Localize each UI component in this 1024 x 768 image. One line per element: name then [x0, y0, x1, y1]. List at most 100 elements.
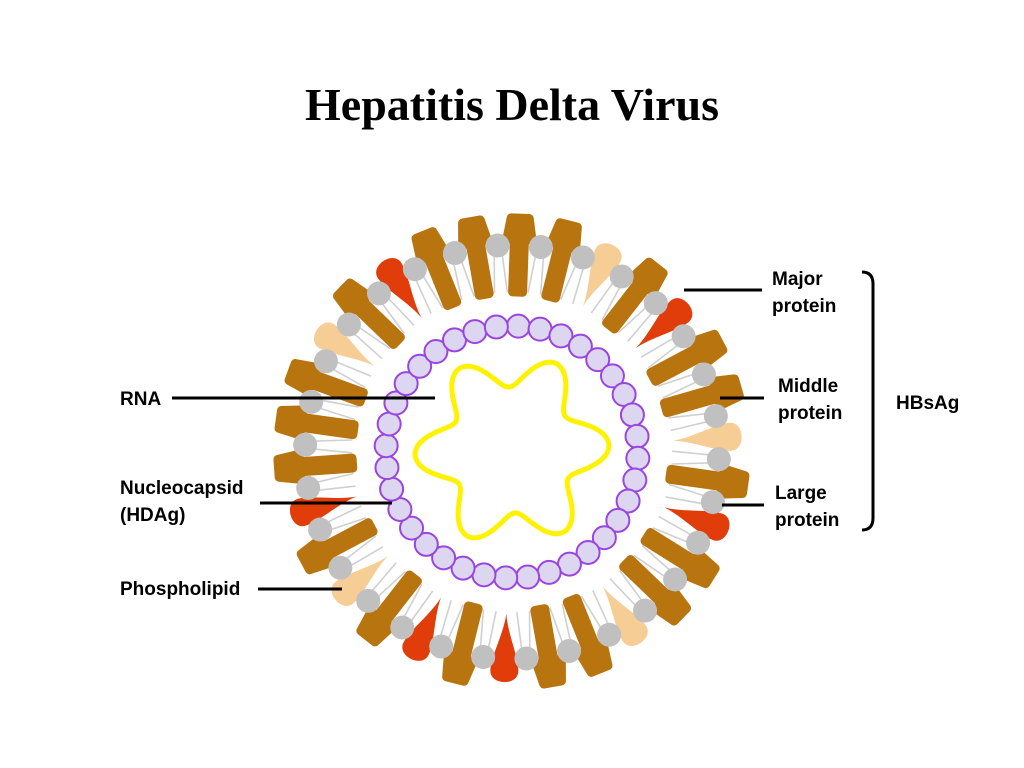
large-protein-28 [376, 258, 422, 318]
middle-protein-teardrop [602, 586, 648, 646]
phospholipid-head [429, 634, 454, 659]
envelope-proteins [273, 213, 750, 689]
major-protein-23 [273, 450, 358, 484]
hbsag-brace [861, 270, 875, 532]
nucleocapsid-bead [619, 402, 645, 428]
phospholipid-head [633, 598, 658, 623]
nucleocapsid-bead [493, 565, 519, 591]
phospholipid-head [390, 615, 415, 640]
nucleocapsid-bead [376, 411, 402, 437]
phospholipid-head [366, 281, 391, 306]
major-protein-29 [411, 227, 462, 311]
phospholipid-head [485, 233, 510, 258]
label-middle-protein: Middle protein [778, 376, 843, 424]
phospholipid-head [336, 312, 361, 337]
phospholipid-head [328, 555, 353, 580]
large-protein-16 [490, 613, 519, 683]
major-protein-9 [665, 464, 750, 499]
label-phospholipid: Phospholipid [120, 579, 241, 600]
major-protein-19 [356, 570, 422, 647]
major-protein-7 [659, 374, 744, 418]
phospholipid-head [557, 638, 582, 663]
nucleocapsid-bead [622, 467, 648, 493]
phospholipid-head [293, 432, 318, 457]
phospholipid-head [296, 475, 321, 500]
large-protein-teardrop [636, 298, 693, 348]
nucleocapsid-bead [585, 347, 611, 373]
major-protein-2 [541, 218, 582, 303]
middle-protein-26 [314, 322, 375, 367]
major-protein-4 [602, 257, 668, 334]
phospholipid-head [356, 588, 381, 613]
phospholipid-head [514, 646, 539, 671]
middle-protein-8 [673, 422, 742, 451]
major-protein-24 [274, 405, 359, 440]
phospholipid-head [703, 404, 728, 429]
phospholipid-head [313, 349, 338, 374]
nucleocapsid-bead [373, 433, 399, 459]
nucleocapsid-bead [536, 559, 562, 585]
phospholipid-head [686, 530, 711, 555]
phospholipid-heads [293, 233, 731, 671]
nucleocapsid-bead [413, 531, 439, 557]
nucleocapsid-bead [407, 353, 433, 379]
nucleocapsid-bead [462, 319, 488, 345]
lipid-tails [313, 254, 711, 650]
large-protein-teardrop [664, 507, 730, 541]
nucleocapsid-bead [624, 423, 650, 449]
nucleocapsid-bead [374, 455, 400, 481]
phospholipid-head [700, 490, 725, 515]
phospholipid-head [570, 245, 595, 270]
middle-protein-teardrop [673, 422, 742, 451]
phospholipid-head [528, 235, 553, 260]
major-protein-15 [530, 604, 566, 689]
phospholipid-head [299, 389, 324, 414]
phospholipid-head [402, 257, 427, 282]
middle-protein-13 [602, 586, 648, 646]
nucleocapsid-bead [431, 545, 457, 571]
phospholipid-head [691, 362, 716, 387]
label-hbsag: HBsAg [896, 393, 960, 414]
major-protein-12 [619, 555, 692, 626]
nucleocapsid-bead [575, 539, 601, 565]
nucleocapsid-bead [515, 564, 541, 590]
major-protein-21 [296, 518, 378, 575]
nucleocapsid-bead [450, 555, 476, 581]
major-protein-6 [646, 329, 728, 386]
phospholipid-head [671, 324, 696, 349]
page-title: Hepatitis Delta Virus [305, 79, 719, 130]
nucleocapsid-bead [399, 515, 425, 541]
major-protein-14 [562, 593, 613, 677]
nucleocapsid-bead [591, 525, 617, 551]
major-protein-30 [458, 215, 494, 300]
middle-protein-20 [331, 556, 388, 606]
phospholipid-head [663, 567, 688, 592]
nucleocapsid-bead [599, 363, 625, 389]
label-nucleocapsid: Nucleocapsid (HDAg) [120, 478, 244, 526]
leader-lines [172, 288, 764, 591]
large-protein-10 [664, 507, 730, 541]
major-protein-17 [442, 601, 483, 686]
nucleocapsid-bead [379, 476, 405, 502]
large-protein-5 [636, 298, 693, 348]
nucleocapsid-bead [393, 371, 419, 397]
rna-strand [412, 359, 612, 541]
major-protein-25 [284, 358, 368, 407]
phospholipid-head [597, 622, 622, 647]
middle-protein-teardrop [331, 556, 388, 606]
label-large-protein: Large protein [775, 483, 840, 531]
nucleocapsid-bead [615, 488, 641, 514]
major-protein-1 [503, 213, 537, 297]
phospholipid-head [442, 241, 467, 266]
nucleocapsid-bead [605, 507, 631, 533]
nucleocapsid-bead [548, 323, 574, 349]
large-protein-teardrop [490, 613, 519, 683]
nucleocapsid-bead [567, 333, 593, 359]
phospholipid-head [706, 447, 731, 472]
large-protein-teardrop [376, 258, 422, 318]
phospholipid-head [471, 644, 496, 669]
nucleocapsid-bead [625, 445, 651, 471]
nucleocapsid-bead [471, 562, 497, 588]
major-protein-27 [332, 278, 405, 349]
